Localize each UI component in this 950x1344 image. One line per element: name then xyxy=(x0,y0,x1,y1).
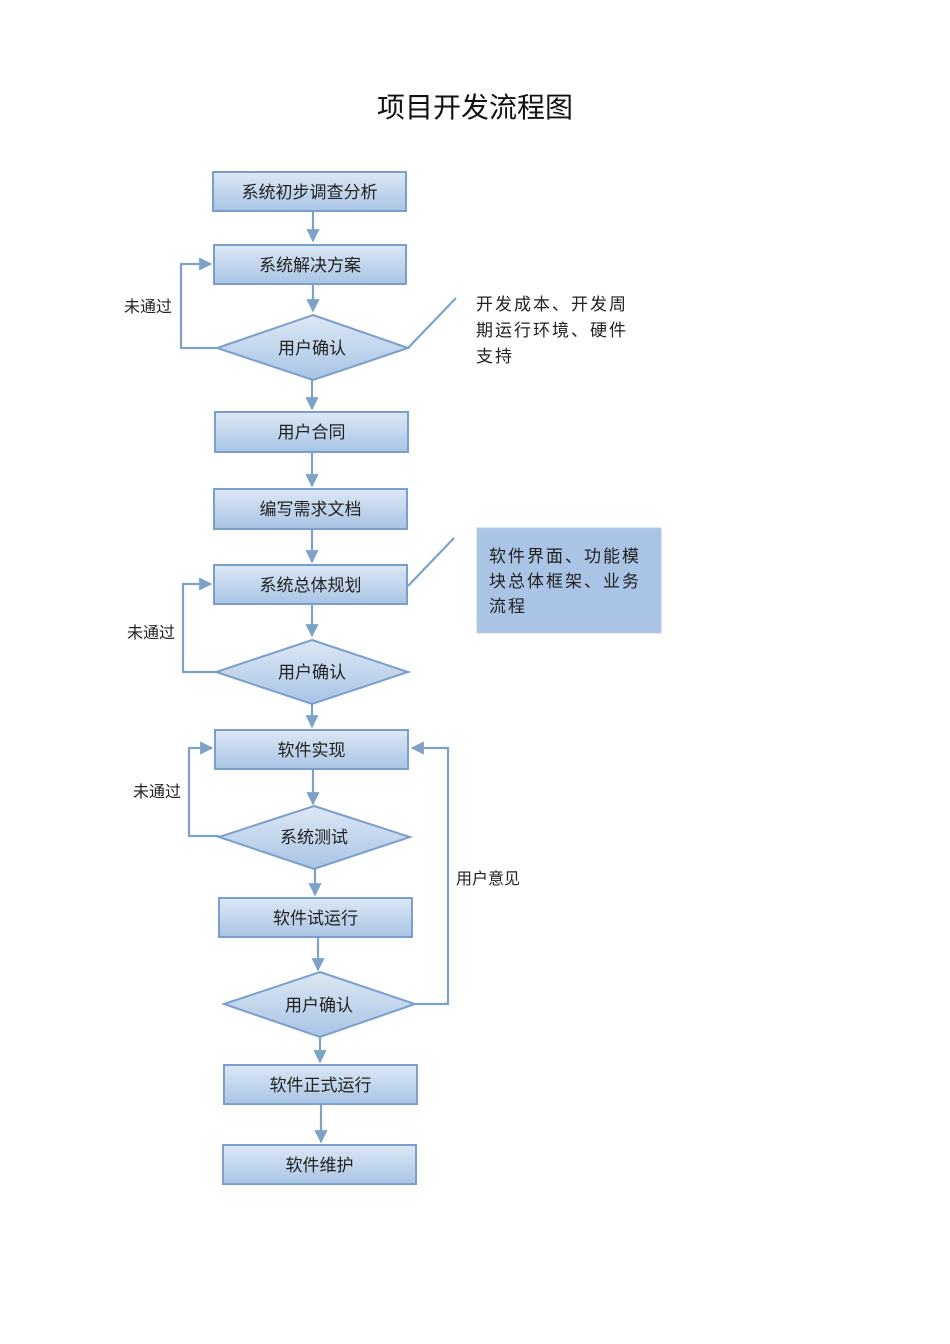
node-label: 系统总体规划 xyxy=(260,576,362,596)
decision-diamond-d1: 用户确认 xyxy=(213,313,412,382)
note-line: 软件界面、功能模 xyxy=(489,547,641,567)
loop-d3-n6 xyxy=(187,741,219,838)
feedback-label: 用户意见 xyxy=(456,869,520,888)
process-box-n7: 软件试运行 xyxy=(218,897,413,938)
node-label: 软件维护 xyxy=(286,1156,354,1176)
node-label: 编写需求文档 xyxy=(260,500,362,520)
connectors xyxy=(179,211,457,1144)
process-box-n4: 编写需求文档 xyxy=(213,488,408,530)
node-label: 用户确认 xyxy=(278,663,346,683)
callout-line-2 xyxy=(407,537,455,587)
note-cost-environment: 开发成本、开发周 期运行环境、硬件 支持 xyxy=(476,295,628,367)
note-background xyxy=(476,527,662,634)
note-line: 期运行环境、硬件 xyxy=(476,321,628,341)
process-box-n1: 系统初步调查分析 xyxy=(212,171,407,212)
note-line: 流程 xyxy=(489,597,527,617)
node-label: 系统测试 xyxy=(280,828,348,848)
callout-line-1 xyxy=(407,297,457,349)
decision-diamond-d4: 用户确认 xyxy=(220,970,419,1039)
note-line: 支持 xyxy=(476,347,514,367)
decision-diamond-d2: 用户确认 xyxy=(212,638,412,706)
node-label: 用户确认 xyxy=(285,996,353,1016)
process-box-n8: 软件正式运行 xyxy=(223,1064,418,1105)
note-software-interface: 软件界面、功能模 块总体框架、业务 流程 xyxy=(476,527,662,634)
loop-label-not-passed: 未通过 xyxy=(127,623,175,642)
node-label: 用户确认 xyxy=(278,339,346,359)
feedback-d4-n6 xyxy=(410,741,450,1006)
process-box-n2: 系统解决方案 xyxy=(213,244,407,285)
page-title: 项目开发流程图 xyxy=(376,91,573,124)
process-box-n3: 用户合同 xyxy=(214,411,409,453)
node-label: 系统解决方案 xyxy=(259,256,361,276)
node-label: 系统初步调查分析 xyxy=(242,183,378,203)
process-box-n9: 软件维护 xyxy=(222,1144,417,1185)
process-box-n6: 软件实现 xyxy=(214,729,409,770)
loop-d1-n2 xyxy=(179,257,217,350)
loop-d2-n5 xyxy=(181,577,216,674)
node-label: 软件正式运行 xyxy=(270,1076,372,1096)
loop-label-not-passed: 未通过 xyxy=(133,782,181,801)
note-line: 开发成本、开发周 xyxy=(476,295,628,315)
node-label: 软件实现 xyxy=(278,741,346,761)
node-label: 软件试运行 xyxy=(273,909,358,929)
node-label: 用户合同 xyxy=(278,423,346,443)
process-box-n5: 系统总体规划 xyxy=(213,564,408,605)
note-line: 块总体框架、业务 xyxy=(489,572,641,592)
loop-label-not-passed: 未通过 xyxy=(124,297,172,316)
decision-diamond-d3: 系统测试 xyxy=(215,804,414,871)
